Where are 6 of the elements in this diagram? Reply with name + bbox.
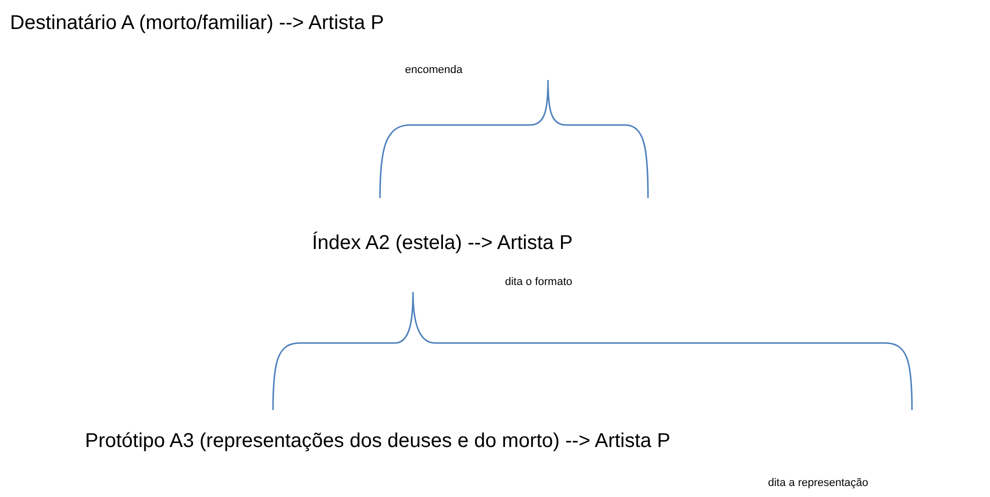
note-text: dita a representação	[768, 476, 868, 491]
note-text: encomenda	[405, 63, 462, 78]
note-text: dita o formato	[505, 275, 572, 290]
relation-text: Índex A2 (estela) --> Artista P	[312, 230, 573, 256]
relation-text: Destinatário A (morto/familiar) --> Artista P	[10, 11, 384, 36]
relation-text: Protótipo A3 (representações dos deuses e do morto) --> Artista P	[85, 429, 670, 454]
